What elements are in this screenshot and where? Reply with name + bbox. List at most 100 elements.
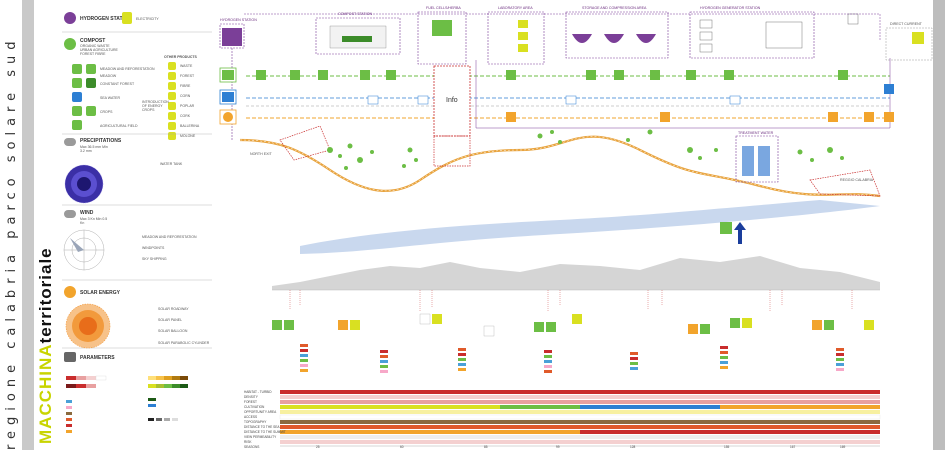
- legend-intro-energy: INTRODUCTION OF ENERGY CROPS: [142, 100, 169, 112]
- legend-item-10: SOLAR ROADWAY: [158, 307, 189, 311]
- product-waste: WASTE: [180, 64, 193, 68]
- legend-item-6: WATER TANK: [160, 162, 183, 166]
- table-row-label: CULTIVATION: [244, 405, 265, 409]
- terrain-section: [272, 256, 880, 291]
- leaf-icon: [86, 64, 96, 74]
- vegetation: [327, 129, 844, 170]
- table-row-label: FOREST: [244, 400, 257, 404]
- legend-parameters: PARAMETERS: [80, 355, 115, 361]
- legend-precip-sub: Max 36.5 mm Min 3.2 mm: [80, 145, 108, 153]
- product-corn: CORN: [180, 94, 191, 98]
- red-zones: [279, 125, 881, 197]
- table-row-label: VIEW PERMEABILITY: [244, 435, 277, 439]
- blue-arrow: [720, 222, 746, 244]
- table-row-label: OPPORTUNITY AREA: [244, 410, 277, 414]
- table-row-label: DISTANCE TO THE SEA: [244, 425, 280, 429]
- legend-solar: SOLAR ENERGY: [80, 290, 121, 296]
- label-nord: NORTH EXIT: [250, 152, 272, 156]
- km-label: 99: [556, 445, 560, 449]
- crop-icon: [86, 106, 96, 116]
- km-label: 155: [724, 445, 730, 449]
- legend-precipitation: PRECIPITATIONS: [80, 138, 122, 144]
- info-label: Info: [446, 97, 458, 104]
- legend-item-13: SOLAR PARABOLIC CYLINDER: [158, 341, 210, 345]
- legend-item-11: SOLAR PANEL: [158, 318, 183, 322]
- grey-strip: [22, 0, 34, 450]
- label-direct-current: DIRECT CURRENT: [890, 22, 922, 26]
- compost-icon: [64, 38, 76, 50]
- km-label: 85: [484, 445, 488, 449]
- field-icon: [72, 120, 82, 130]
- km-label: 60: [400, 445, 404, 449]
- legend-item-8: WINDPOINTS: [142, 246, 165, 250]
- section-lines: [289, 290, 853, 312]
- parameter-table: [279, 390, 881, 447]
- legend-item-5: AGRICULTURAL FIELD: [100, 124, 138, 128]
- crop-icon: [72, 106, 82, 116]
- product-icon: [168, 82, 176, 90]
- legend-item-3: SEA WATER: [100, 96, 121, 100]
- legend-electricity: ELECTRICITY: [136, 17, 159, 21]
- river: [300, 200, 880, 254]
- legend-item-2: CONSTANT FOREST: [100, 82, 135, 86]
- tree-icon: [72, 78, 82, 88]
- sun-icon: [64, 286, 76, 298]
- km-label: 25: [316, 445, 320, 449]
- label-hydrogen-gen: HYDROGEN GENERATOR STATION: [700, 6, 761, 10]
- parameter-scales: [66, 375, 188, 433]
- param-stacks: [300, 344, 844, 373]
- right-bar: [933, 0, 945, 450]
- flow-row-icons: [219, 67, 894, 125]
- precipitation-disc: [64, 164, 104, 204]
- km-label: 167: [790, 445, 796, 449]
- wave-icon: [72, 92, 82, 102]
- terrain-icon: [64, 352, 76, 362]
- km-label: 169: [840, 445, 846, 449]
- table-row-label: DENSITY: [244, 395, 258, 399]
- legend-item-7: MEADOW AND REFORESTATION: [142, 235, 197, 239]
- product-icon: [168, 62, 176, 70]
- table-row-label: HABITAT - TURBID: [244, 390, 272, 394]
- product-fibre: FIBRE: [180, 84, 191, 88]
- product-ballerina: BALLERINA: [180, 124, 200, 128]
- solar-disc: [65, 303, 111, 349]
- treatment-water-box: [735, 135, 779, 183]
- legend-wind: WIND: [80, 210, 94, 216]
- table-row-label: SEASONS: [244, 445, 260, 449]
- road-path: [239, 135, 881, 198]
- km-label: 128: [630, 445, 636, 449]
- product-icon: [168, 92, 176, 100]
- product-icon: [168, 102, 176, 110]
- leaf-icon: [72, 64, 82, 74]
- legend-wind-sub: Max 3 Kn Min 0.5 Kn: [80, 217, 108, 225]
- label-treatment: TREATMENT WATER: [738, 131, 774, 135]
- table-row-label: ACCESS: [244, 415, 258, 419]
- product-icon: [168, 132, 176, 140]
- label-storage: STORAGE AND COMPRESSION AREA: [582, 6, 647, 10]
- info-box: [433, 65, 471, 137]
- electricity-icon: [122, 12, 132, 24]
- legend-item-1: MEADOW: [100, 74, 117, 78]
- cloud-icon: [64, 138, 76, 146]
- icon-columns: [272, 313, 874, 337]
- table-row-label: DISTANCE TO THE SUMMIT: [244, 430, 286, 434]
- product-forest: FOREST: [180, 74, 195, 78]
- legend-other-products: OTHER PRODUCTS: [164, 55, 197, 59]
- legend-item-0: MEADOW AND REFORESTATION: [100, 67, 155, 71]
- product-molone: MOLONE: [180, 134, 196, 138]
- product-poplar: POPLAR: [180, 104, 195, 108]
- wind-rose: [63, 229, 105, 271]
- label-laboratory: LABORATORY AREA: [498, 6, 533, 10]
- table-row-label: TOPOGRAPHY: [244, 420, 267, 424]
- legend-compost: COMPOST: [80, 38, 106, 44]
- hydrogen-icon: [64, 12, 76, 24]
- side-column: regione calabria parco solare sud: [0, 0, 22, 450]
- legend-dividers: [62, 31, 212, 349]
- product-icon: [168, 72, 176, 80]
- product-cork: CORK: [180, 114, 191, 118]
- label-compost-station: COMPOST STATION: [338, 12, 373, 16]
- wind-icon: [64, 210, 76, 218]
- legend-item-9: SKY SHIPPING: [142, 257, 167, 261]
- station-boxes: [219, 11, 933, 65]
